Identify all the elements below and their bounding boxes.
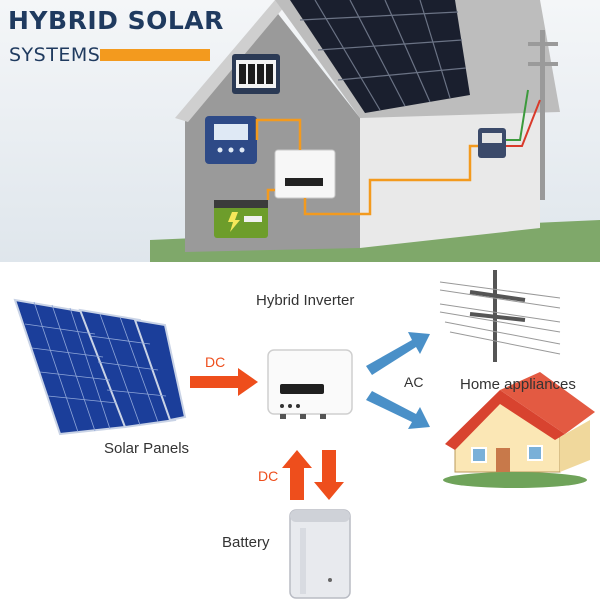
ac-label: AC bbox=[404, 374, 424, 390]
energy-flow-diagram: Hybrid Inverter Solar Panels Battery Hom… bbox=[0, 262, 600, 600]
home-appliances-label: Home appliances bbox=[460, 376, 576, 393]
wall-inverter bbox=[274, 149, 336, 199]
ac-arrow-home bbox=[366, 391, 430, 429]
dc-arrow-solar bbox=[190, 368, 258, 396]
solar-panels-graphic bbox=[13, 298, 187, 436]
ac-arrow-grid bbox=[366, 332, 430, 375]
power-pole bbox=[506, 30, 558, 200]
page-title: HYBRID SOLAR bbox=[8, 6, 224, 35]
house-scene-graphic bbox=[0, 0, 600, 262]
home-graphic bbox=[443, 372, 595, 488]
dc-arrow-down bbox=[314, 450, 344, 500]
power-grid-graphic bbox=[439, 270, 561, 362]
breaker-box bbox=[232, 54, 280, 94]
wiring bbox=[255, 118, 492, 216]
electric-meter bbox=[478, 128, 506, 158]
dc-label-solar: DC bbox=[205, 354, 226, 370]
dc-label-battery: DC bbox=[258, 468, 279, 484]
dc-arrow-up bbox=[282, 450, 312, 500]
roof-solar-panels bbox=[290, 0, 470, 113]
charge-controller bbox=[205, 116, 257, 164]
flow-diagram-graphic bbox=[13, 270, 595, 599]
battery-graphic bbox=[289, 509, 351, 599]
title-accent-bar bbox=[100, 49, 210, 61]
inverter-label: Hybrid Inverter bbox=[256, 292, 355, 309]
hybrid-solar-illustration: HYBRID SOLAR SYSTEMS bbox=[0, 0, 600, 262]
solar-panels-label: Solar Panels bbox=[104, 440, 190, 457]
battery-label: Battery bbox=[222, 534, 270, 551]
wall-battery bbox=[214, 200, 268, 238]
hybrid-inverter-graphic bbox=[267, 349, 353, 419]
page-subtitle: SYSTEMS bbox=[9, 44, 101, 66]
